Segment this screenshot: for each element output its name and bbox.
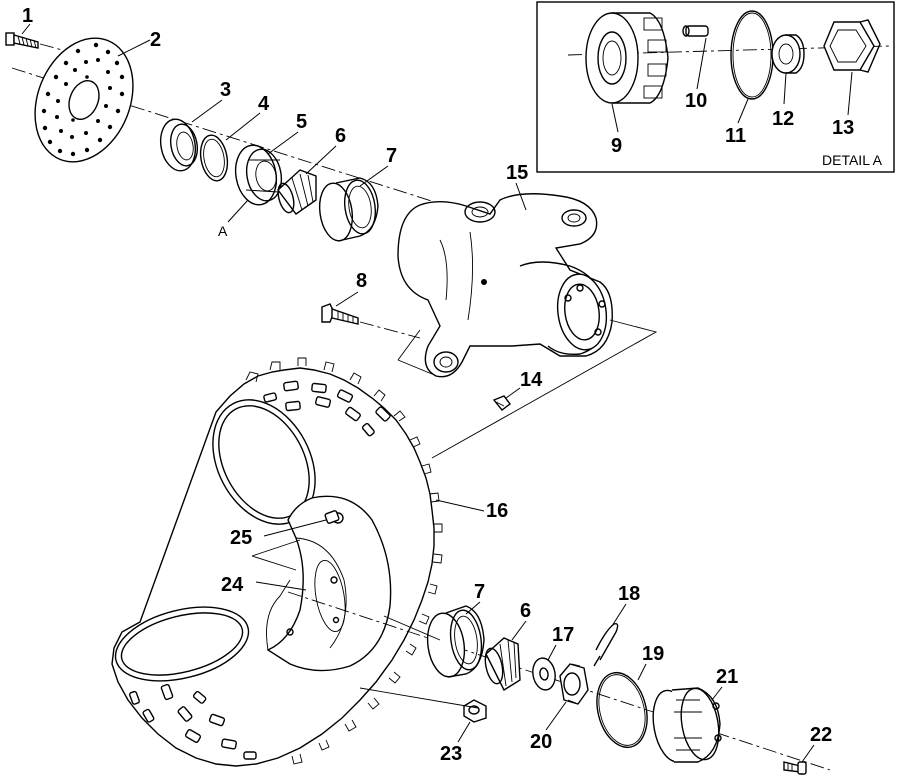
leader-19: [637, 663, 647, 681]
part-16-tire: [111, 357, 443, 767]
part-7-bearing-race-lower: [426, 605, 485, 678]
callout-8: 8: [356, 270, 367, 292]
callout-21: 22: [810, 724, 832, 746]
part-18-cotter-pin: [593, 622, 619, 667]
leader-7-lower: [465, 601, 481, 615]
callout-16: 16: [486, 500, 508, 522]
detail-a-box: DETAIL A: [536, 1, 895, 173]
leader-21: [801, 744, 815, 763]
part-8-bolt: [321, 303, 421, 339]
callout-3: 3: [220, 79, 231, 101]
leader-2: [117, 39, 151, 57]
part-4-snap-ring: [199, 134, 229, 182]
leader-20: [711, 686, 723, 701]
leader-6-lower: [511, 620, 527, 641]
callout-14: 13: [832, 117, 854, 139]
leader-8: [335, 291, 359, 307]
leader-24: [255, 581, 307, 591]
part-5-bearing: [234, 144, 283, 206]
part-15-grease-fitting: [492, 395, 511, 411]
leader-23: [457, 721, 471, 743]
callout-6-upper: 6: [335, 125, 346, 147]
callout-15: 14: [520, 369, 543, 391]
leader-6-upper: [305, 145, 337, 175]
callout-20: 21: [716, 666, 738, 688]
callout-7-upper: 7: [386, 145, 397, 167]
callout-6-lower: 6: [520, 600, 531, 622]
part-3-seal: [159, 118, 199, 172]
callout-9: 15: [506, 162, 528, 184]
part-6-tapered-bearing-upper: [277, 169, 317, 215]
part-25-valve-stem: [324, 510, 340, 524]
reference-marker-a: A: [218, 223, 228, 239]
detail-a-title: DETAIL A: [822, 152, 883, 168]
rim-phantom-lines: [251, 539, 301, 571]
part-17-washer: [532, 657, 556, 691]
part-13-spacer: [771, 34, 805, 105]
callout-24: 24: [221, 574, 244, 596]
callout-11: 10: [685, 90, 707, 112]
callout-10: 9: [611, 135, 622, 157]
callout-12: 11: [725, 125, 746, 147]
callout-4: 4: [258, 93, 270, 115]
part-9-wheel-hub-knuckle: [397, 193, 613, 378]
part-6-tapered-bearing-lower: [484, 637, 521, 692]
leader-5: [267, 131, 299, 155]
part-11-pin: [682, 25, 709, 90]
leader-25: [263, 519, 327, 537]
callout-2: 2: [150, 29, 161, 51]
callout-19: 19: [642, 643, 664, 665]
hub-phantom-2: [397, 359, 433, 375]
part-10-drive-hub: [585, 12, 669, 104]
callout-25: 25: [230, 527, 252, 549]
part-19-o-ring: [596, 671, 648, 749]
callout-13: 12: [772, 108, 794, 130]
leader-4: [225, 112, 261, 141]
lower-axis-line: [287, 591, 831, 771]
callout-7-lower: 7: [474, 581, 485, 603]
part-20-hub-cap: [652, 687, 722, 763]
leader-a: [227, 199, 249, 223]
part-2-brake-disc: [34, 37, 134, 163]
part-12-o-ring: [730, 10, 774, 124]
part-1-bolt: [5, 32, 71, 53]
part-21-screw: [783, 761, 807, 775]
leader-15: [505, 387, 521, 399]
leader-10: [611, 103, 619, 133]
leader-3: [191, 99, 223, 123]
leader-7-upper: [359, 165, 389, 187]
callout-22: 20: [530, 731, 552, 753]
rim-to-hub-line: [383, 615, 441, 641]
callout-23: 23: [440, 743, 462, 765]
leader-22: [545, 701, 567, 731]
hub-phantom-3: [431, 319, 658, 459]
callout-5: 5: [296, 111, 307, 133]
part-14-hex-nut: [823, 19, 881, 116]
part-7-bearing-race-upper: [318, 177, 379, 242]
leader-1: [21, 23, 31, 35]
callout-17: 17: [552, 624, 574, 646]
lug-phantom-line: [359, 687, 479, 709]
leader-17: [547, 644, 557, 661]
leader-16: [435, 499, 485, 512]
wheel-rim: [266, 495, 392, 672]
callout-1: 1: [22, 5, 33, 27]
leader-9: [515, 182, 527, 211]
detail-a-frame: [536, 1, 895, 173]
leader-18: [611, 603, 627, 627]
part-23-lug-nut: [463, 699, 487, 723]
callout-18: 18: [618, 583, 640, 605]
part-22-castle-nut: [559, 663, 589, 705]
hub-phantom-1: [397, 329, 421, 361]
